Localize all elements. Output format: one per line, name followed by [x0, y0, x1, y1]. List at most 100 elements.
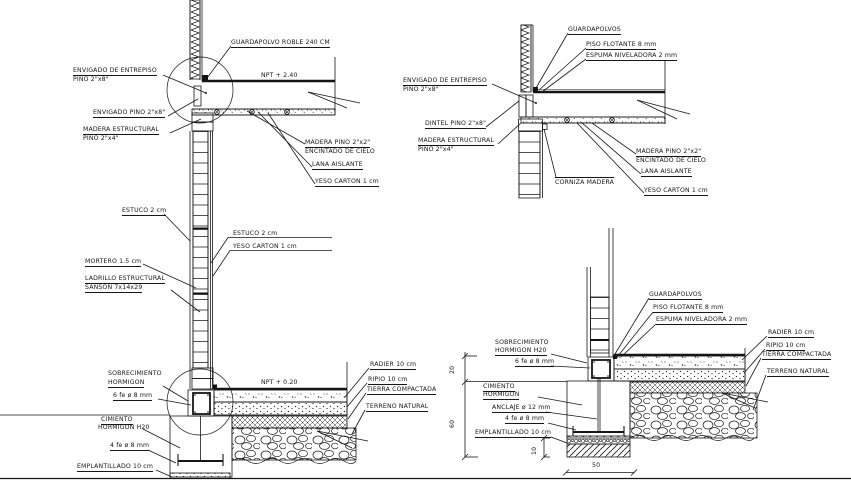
detail-bottom-left: [0, 362, 370, 479]
dintel-section: [518, 94, 534, 118]
label-6fe-bl: 6 fe ø 8 mm: [113, 392, 153, 401]
label-lana-aislante: LANA AISLANTE: [312, 161, 363, 170]
label-corniza: CORNIZA MADERA: [555, 177, 615, 186]
label-envigado-entrepiso: ENVIGADO DE ENTREPISO: [73, 67, 157, 76]
floor-layers: [613, 348, 758, 441]
ceiling-band: [191, 108, 336, 116]
detail-bottom-right: [461, 228, 769, 476]
joist-section: [193, 85, 202, 107]
corniza-moulding: [542, 123, 548, 130]
sobrecimiento: [187, 389, 215, 417]
cimiento-foundation: [566, 378, 631, 439]
label-tierra-bl: TIERRA COMPACTADA: [367, 386, 437, 395]
label-madera-estructural: MADERA ESTRUCTURAL: [83, 126, 159, 135]
lower-wall: [518, 118, 548, 199]
dimension-50: 50: [592, 462, 601, 469]
guardapolvo-block: [202, 75, 208, 81]
label-sobrecimiento-br-2: HORMIGON H20: [495, 347, 547, 356]
ceiling-band: [520, 116, 666, 124]
label-guardapolvo-roble: GUARDAPOLVO ROBLE 240 CM: [231, 39, 330, 48]
brick-wall: [189, 130, 213, 389]
label-madera-estructural-tr-2: PINO 2"x4": [418, 146, 454, 153]
emplantillado-strip: [169, 472, 231, 479]
dimension-lines: [461, 352, 638, 476]
label-cimiento-bl: CIMIENTO: [101, 416, 133, 425]
label-terreno-bl: TERRENO NATURAL: [366, 403, 429, 412]
terrain-break-arrow: [316, 430, 369, 449]
label-sobrecimiento-br: SOBRECIMIENTO: [495, 339, 549, 346]
label-radier-br: RADIER 10 cm: [768, 329, 815, 338]
label-piso-flotante-br: PISO FLOTANTE 8 mm: [653, 304, 724, 313]
label-espuma-tr: ESPUMA NIVELADORA 2 mm: [586, 52, 678, 61]
upper-wall-insulated: [520, 24, 534, 93]
dimension-10: 10: [531, 446, 538, 455]
label-madera-pino: MADERA PINO 2"x2": [305, 139, 371, 148]
leader-lines: [537, 297, 768, 444]
label-envigado-entrepiso-2: PINO 2"x8": [73, 76, 109, 83]
label-cimiento-br: CIMIENTO: [483, 383, 515, 392]
label-guardapolvos-br: GUARDAPOLVOS: [649, 291, 702, 300]
label-ripio-br: RIPIO 10 cm: [766, 342, 806, 351]
circle-x-marks: [214, 109, 290, 115]
label-yeso-carton: YESO CARTON 1 cm: [315, 178, 379, 187]
label-envigado-entrepiso-tr: ENVIGADO DE ENTREPISO: [403, 77, 487, 86]
label-ladrillo: LADRILLO ESTRUCTURAL: [85, 275, 166, 284]
label-madera-pino-tr: MADERA PINO 2"x2": [636, 148, 702, 157]
sobrecimiento: [587, 356, 615, 382]
dimension-20: 20: [449, 365, 456, 374]
label-guardapolvos-tr: GUARDAPOLVOS: [568, 26, 621, 35]
label-espuma-br: ESPUMA NIVELADORA 2 mm: [656, 316, 748, 325]
leader-lines: [142, 45, 332, 313]
label-4fe-bl: 4 fe ø 8 mm: [110, 442, 150, 451]
label-sobrecimiento-bl-2: HORMIGON: [108, 379, 145, 388]
emplantillado-hatch-block: [566, 443, 631, 458]
terrain-break-arrow: [721, 392, 769, 409]
leader-lines: [485, 32, 645, 194]
detail-top-right: [485, 24, 691, 199]
label-ripio-bl: RIPIO 10 cm: [368, 376, 408, 385]
label-npt-020: NPT + 0.20: [261, 379, 298, 386]
label-ladrillo-2: SANSON 7x14x29: [85, 284, 143, 293]
label-terreno-br: TERRENO NATURAL: [767, 368, 830, 377]
label-sobrecimiento-bl: SOBRECIMIENTO: [108, 370, 162, 377]
label-lana-aislante-tr: LANA AISLANTE: [641, 168, 692, 177]
detail-callout-circle: [166, 56, 234, 124]
label-yeso-carton-der: YESO CARTON 1 cm: [233, 243, 297, 250]
emplantillado-stones: [566, 435, 631, 445]
slab-break-arrow: [636, 99, 691, 120]
label-estuco-izq: ESTUCO 2 cm: [122, 207, 167, 216]
label-cimiento-bl-2: HORMIGON H20: [98, 424, 150, 431]
label-4fe-br: 4 fe ø 8 mm: [505, 415, 545, 424]
label-tierra-br: TIERRA COMPACTADA: [762, 351, 832, 360]
label-estuco-der: ESTUCO 2 cm: [233, 230, 278, 237]
dimension-60: 60: [449, 419, 456, 428]
wall-studs: [586, 228, 614, 357]
label-encintado-cielo-tr: ENCINTADO DE CIELO: [636, 157, 706, 164]
label-envigado-entrepiso-tr-2: PINO 2"x8": [403, 86, 439, 93]
label-piso-flotante-tr: PISO FLOTANTE 8 mm: [586, 41, 657, 50]
leader-lines: [142, 367, 370, 478]
label-envigado-pino: ENVIGADO PINO 2"x8": [93, 109, 166, 118]
label-emplantillado-br: EMPLANTILLADO 10 cm: [475, 429, 552, 438]
label-npt-240: NPT + 2.40: [261, 72, 298, 79]
guardapolvo-block: [533, 87, 538, 92]
cimiento-foundation: [169, 415, 233, 478]
floor-layers: [213, 362, 357, 464]
upper-wall-insulated: [189, 0, 203, 81]
label-yeso-carton-tr: YESO CARTON 1 cm: [644, 187, 708, 196]
sole-plates: [191, 367, 214, 390]
label-dintel: DINTEL PINO 2"x8": [425, 120, 487, 129]
detail-top-left: [142, 0, 361, 389]
label-anclaje: ANCLAJE ø 12 mm: [492, 404, 551, 413]
label-madera-estructural-2: PINO 2"x4": [83, 135, 119, 142]
slab-break-arrow: [307, 91, 361, 109]
guardapolvo-block: [213, 384, 217, 389]
label-6fe-br: 6 fe ø 8 mm: [515, 358, 555, 367]
label-cimiento-br-2: HORMIGON: [483, 391, 520, 400]
label-mortero: MORTERO 1.5 cm: [85, 258, 142, 267]
label-encintado-cielo: ENCINTADO DE CIELO: [305, 148, 375, 155]
label-madera-estructural-tr: MADERA ESTRUCTURAL: [418, 137, 494, 146]
label-emplantillado-bl: EMPLANTILLADO 10 cm: [77, 463, 154, 472]
